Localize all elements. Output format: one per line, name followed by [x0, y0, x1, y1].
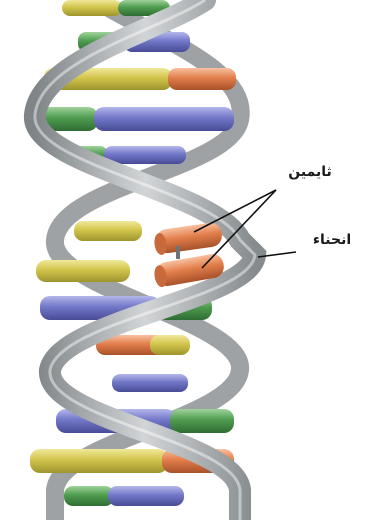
- thymine-upper: [153, 222, 223, 256]
- dimer-bond: [176, 246, 180, 259]
- label-kink: انحناء: [313, 232, 351, 248]
- base-pair-10: [112, 374, 188, 392]
- base-pair-13: [64, 486, 184, 506]
- label-thymine: ثايمين: [288, 164, 331, 180]
- base-pair-1: [62, 0, 170, 16]
- base-pair-4: [28, 107, 234, 131]
- base-pair-7: [36, 260, 130, 282]
- base-pair-6: [74, 221, 142, 241]
